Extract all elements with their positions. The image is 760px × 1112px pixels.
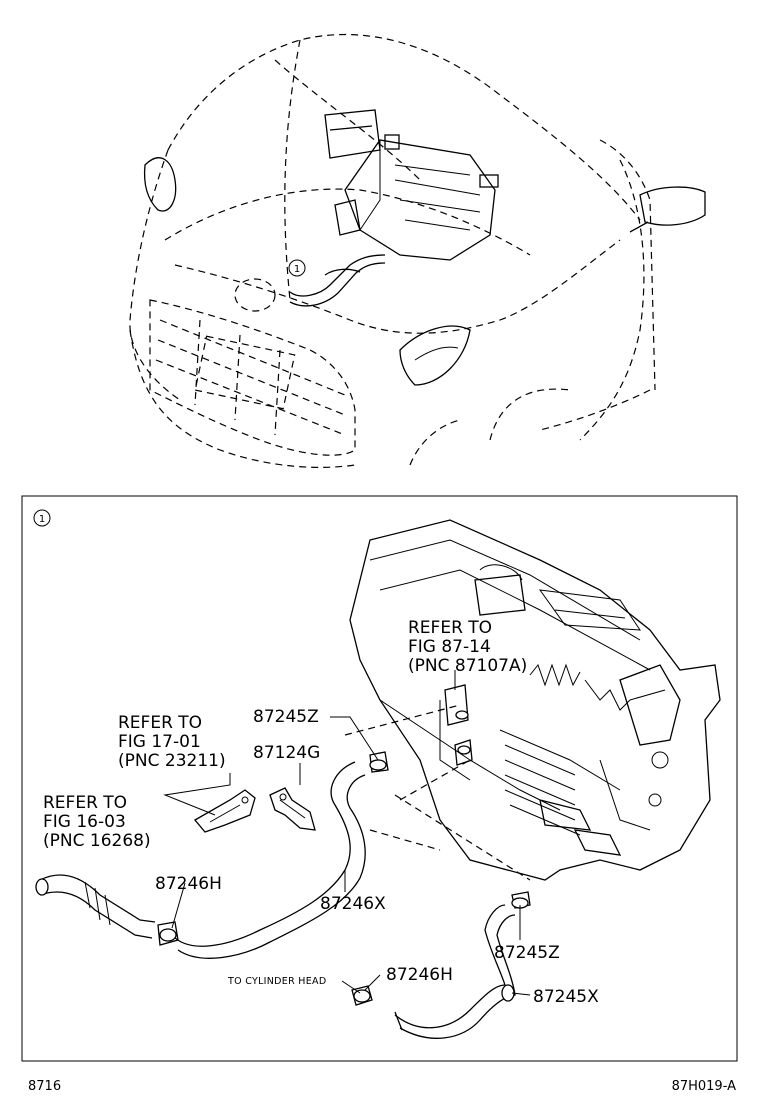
bracket-87124g [269, 787, 316, 831]
part-number-87245x: 87245X [533, 987, 599, 1007]
refer-pipe-line3: (PNC 16268) [43, 831, 151, 851]
hose-87246x [171, 761, 366, 959]
part-number-87246h-left: 87246H [155, 874, 222, 894]
refer-pipe-line1: REFER TO [43, 793, 127, 813]
heater-unit-overview [324, 109, 499, 261]
label-refer-pipe: REFER TO FIG 16-03 (PNC 16268) [43, 793, 151, 851]
footer-figure-id: 87H019-A [672, 1079, 737, 1094]
label-refer-heater: REFER TO FIG 87-14 (PNC 87107A) [408, 618, 527, 676]
leader-lines [163, 670, 531, 996]
heater-unit-detail [344, 519, 721, 881]
callout-circle-overview [288, 259, 306, 277]
part-number-87245z-right: 87245Z [494, 943, 560, 963]
to-cylinder-head-note: TO CYLINDER HEAD [227, 976, 326, 987]
bracket-23211 [194, 789, 256, 833]
refer-heater-line3: (PNC 87107A) [408, 656, 527, 676]
callout-symbol-overview: 1 [294, 264, 300, 275]
refer-bracket-line2: FIG 17-01 [118, 732, 201, 752]
refer-pipe-line2: FIG 16-03 [43, 812, 126, 832]
refer-heater-line2: FIG 87-14 [408, 637, 491, 657]
part-number-87124g: 87124G [253, 743, 320, 763]
hose-87245x [394, 904, 516, 1039]
callout-circle-detail [33, 509, 51, 527]
refer-bracket-line1: REFER TO [118, 713, 202, 733]
part-number-87246h-bottom: 87246H [386, 965, 453, 985]
vehicle-overview: 1 [129, 33, 706, 468]
part-number-87245z-top: 87245Z [253, 707, 319, 727]
part-number-87246x: 87246X [320, 894, 386, 914]
refer-heater-line1: REFER TO [408, 618, 492, 638]
label-refer-bracket: REFER TO FIG 17-01 (PNC 23211) [118, 713, 226, 771]
callout-symbol-detail: 1 [39, 514, 45, 525]
water-pipe [35, 874, 156, 939]
footer-page-code: 8716 [28, 1079, 61, 1094]
detail-frame [21, 495, 738, 1062]
clamps [157, 751, 531, 1006]
refer-bracket-line3: (PNC 23211) [118, 751, 226, 771]
